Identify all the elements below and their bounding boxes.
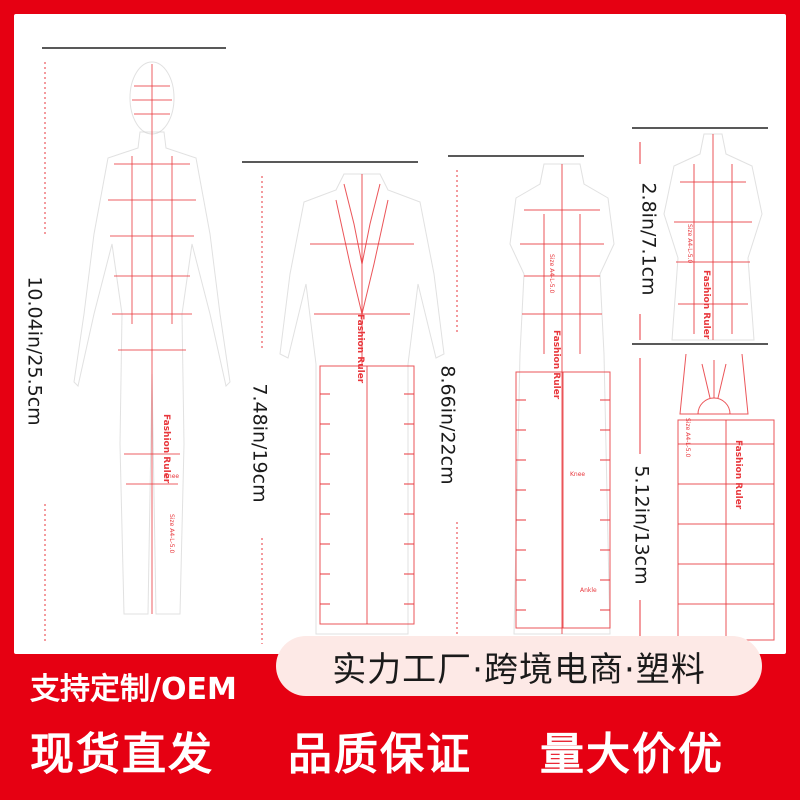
brand-label-5: Fashion Ruler [733, 440, 743, 510]
product-photo-panel: Fashion Ruler Fashion Ruler Fashion Rule… [14, 14, 786, 654]
size-code-1: Size A4-L-5.0 [168, 514, 175, 553]
ankle-label: Ankle [580, 587, 597, 594]
slogan-quality: 品质保证 [288, 729, 472, 780]
slogan-bulk-price: 量大价优 [540, 729, 724, 780]
tagline-text: 实力工厂·跨境电商·塑料 [332, 649, 706, 690]
slogan-in-stock: 现货直发 [30, 729, 214, 780]
dimension-label-lower: 5.12in/13cm [630, 465, 653, 585]
brand-label-1: Fashion Ruler [161, 414, 171, 484]
dimension-label-suit: 7.48in/19cm [248, 383, 271, 503]
custom-oem-text: 支持定制/OEM [30, 672, 237, 707]
knee-label-2: Knee [570, 471, 585, 478]
tagline-pill: 实力工厂·跨境电商·塑料 [276, 636, 762, 696]
size-code-2: Size A4-L-5.0 [548, 254, 555, 293]
dimension-label-torso: 2.8in/7.1cm [637, 182, 660, 296]
brand-label-4: Fashion Ruler [701, 270, 711, 340]
brand-label-2: Fashion Ruler [355, 314, 365, 384]
fashion-ruler-illustration: Fashion Ruler Fashion Ruler Fashion Rule… [42, 47, 775, 644]
size-code-3: Size A4-L-5.0 [686, 224, 693, 263]
dimension-label-dress: 8.66in/22cm [436, 365, 459, 485]
size-code-4: Size A4-L-5.0 [684, 418, 691, 457]
knee-label-1: Knee [164, 473, 179, 480]
brand-label-3: Fashion Ruler [551, 330, 561, 400]
dimension-label-full: 10.04in/25.5cm [23, 276, 46, 426]
